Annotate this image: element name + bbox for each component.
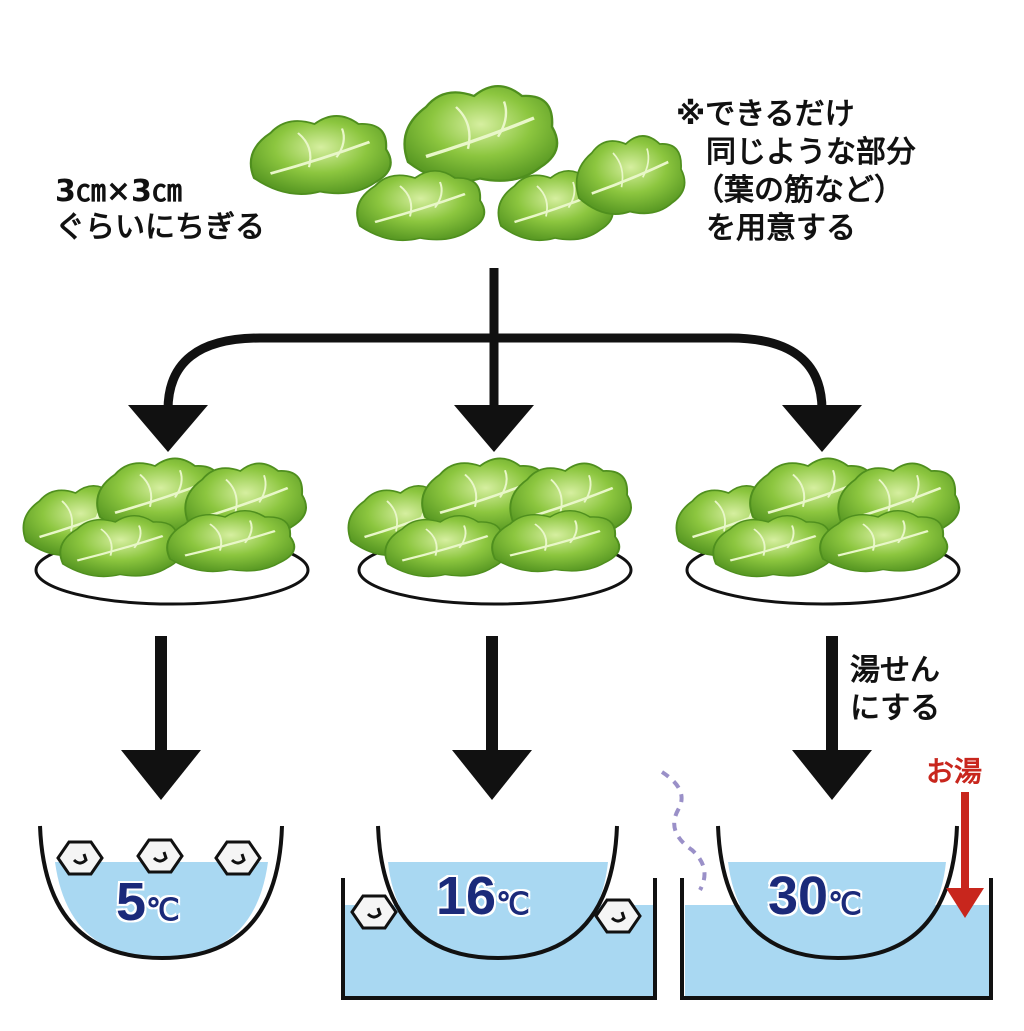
lettuce-pieces-top [249, 84, 686, 242]
hot-water-label: お湯 [926, 755, 983, 788]
ice-cube-icon [56, 840, 104, 876]
ice-cube-icon [136, 838, 184, 874]
note-label: ※できるだけ 同じような部分 （葉の筋など） を用意する [676, 96, 916, 248]
arrow-head-right [782, 405, 862, 452]
arrow-head-left [128, 405, 208, 452]
temperature-value: 30 [768, 866, 829, 926]
bowl-1 [38, 825, 284, 961]
ice-cube-icon [350, 894, 398, 930]
temperature-unit: ℃ [496, 888, 530, 921]
down-arrow-1-head [121, 750, 201, 800]
note-line-2: 同じような部分 [706, 135, 916, 170]
plate-1 [22, 456, 310, 606]
water-bath-label: 湯せん にする [850, 652, 940, 728]
water-bath-line-2: にする [850, 691, 941, 726]
water-tank-2 [341, 825, 657, 1000]
plate-2 [347, 456, 633, 606]
note-line-1: ※できるだけ [676, 97, 855, 132]
tear-size-line-2: ぐらいにちぎる [55, 210, 265, 245]
ice-cube-icon [214, 840, 262, 876]
steam-line [660, 770, 707, 891]
down-arrow-2-shaft [486, 636, 498, 756]
down-arrow-3-shaft [826, 636, 838, 756]
down-arrow-1-shaft [155, 636, 167, 756]
note-line-3: （葉の筋など） [694, 173, 904, 208]
down-arrow-2-head [452, 750, 532, 800]
water-tank-3 [660, 770, 993, 1000]
hot-water-arrow-shaft [961, 792, 969, 892]
tear-size-line-1: 3㎝×3㎝ [55, 174, 182, 209]
arrow-head-center [454, 405, 534, 452]
down-arrow-3-head [792, 750, 872, 800]
tear-size-label: 3㎝×3㎝ ぐらいにちぎる [55, 174, 265, 246]
temperature-bowl-2: 16℃ [436, 866, 530, 935]
temperature-bowl-1: 5℃ [116, 872, 180, 941]
water-bath-line-1: 湯せん [850, 653, 940, 688]
branch-arrows [163, 268, 827, 420]
ice-cube-icon [594, 898, 642, 934]
plate-3 [675, 456, 961, 606]
note-line-4: を用意する [706, 211, 856, 246]
hot-water-arrow-head [946, 888, 984, 918]
temperature-unit: ℃ [828, 888, 862, 921]
temperature-unit: ℃ [146, 894, 180, 927]
temperature-bowl-3: 30℃ [768, 866, 862, 935]
temperature-value: 5 [116, 872, 147, 932]
temperature-value: 16 [436, 866, 497, 926]
